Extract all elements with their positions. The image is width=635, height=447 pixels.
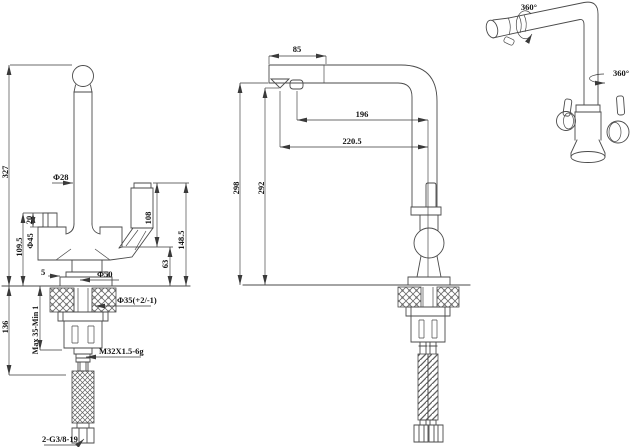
dim-hose-thread: 2-G3/8-19 [42, 434, 78, 444]
dim-reach-inner: 196 [356, 109, 369, 119]
ball-joint [413, 227, 445, 259]
dim-reach-outer: 220.5 [342, 136, 361, 146]
dim-right-handle-top: 148.5 [176, 230, 186, 249]
aerator-tip [269, 78, 291, 89]
dim-base-step: 5 [41, 267, 45, 277]
dim-handle-dia: Φ45 [25, 233, 35, 249]
iso-body [556, 95, 630, 163]
iso-left-valve [556, 111, 576, 131]
front-dimensions: 327 136 109.5 20 Φ45 Max 35-Min 1 Φ28 Φ5… [0, 64, 189, 447]
dim-height-inner: 292 [256, 182, 266, 195]
side-dimensions: 85 196 220.5 298 292 [231, 44, 428, 285]
dim-base-dia: Φ50 [97, 269, 113, 279]
dim-spout-end-offset: 85 [293, 44, 302, 54]
iso-rotation-column: 360° [589, 68, 629, 86]
dim-lever-height: 20 [24, 216, 34, 225]
iso-base [570, 151, 606, 163]
dim-shank-thread: M32X1.5-6g [99, 346, 144, 356]
dim-overall-height: 327 [0, 165, 10, 179]
dim-spout-dia: Φ28 [53, 172, 69, 182]
iso-view: 360° 360° [485, 1, 630, 163]
front-view: 327 136 109.5 20 Φ45 Max 35-Min 1 Φ28 Φ5… [0, 64, 191, 447]
side-base [242, 284, 471, 443]
front-cross-body [37, 182, 154, 261]
dim-height-outer: 298 [231, 182, 241, 195]
side-body [407, 120, 451, 286]
iso-left-lever [562, 98, 573, 117]
dim-deck-to-handle: 109.5 [14, 237, 24, 256]
rotation-spout-label: 360° [521, 2, 537, 12]
dim-right-handle-height: 108 [143, 212, 153, 225]
side-view: 85 196 220.5 298 292 [231, 44, 471, 443]
iso-right-valve [606, 120, 630, 144]
dim-hole-dia: Φ35(+2/-1) [117, 295, 157, 305]
front-base [1, 259, 191, 444]
side-spout [268, 64, 438, 208]
supply-hose [417, 353, 429, 421]
iso-rotation-spout: 360° [515, 2, 537, 44]
outlet-knob [289, 79, 304, 90]
dim-body-to-deck: 63 [160, 260, 170, 269]
iso-aerator [485, 19, 499, 39]
dim-clamp-range: Max 35-Min 1 [31, 306, 40, 354]
dim-under-counter: 136 [0, 321, 10, 334]
iso-spout [485, 1, 599, 106]
rotation-column-label: 360° [613, 68, 629, 78]
braided-hose [71, 370, 95, 424]
supply-hose [427, 353, 439, 421]
front-spout-column [65, 65, 101, 235]
iso-right-lever [616, 95, 625, 116]
